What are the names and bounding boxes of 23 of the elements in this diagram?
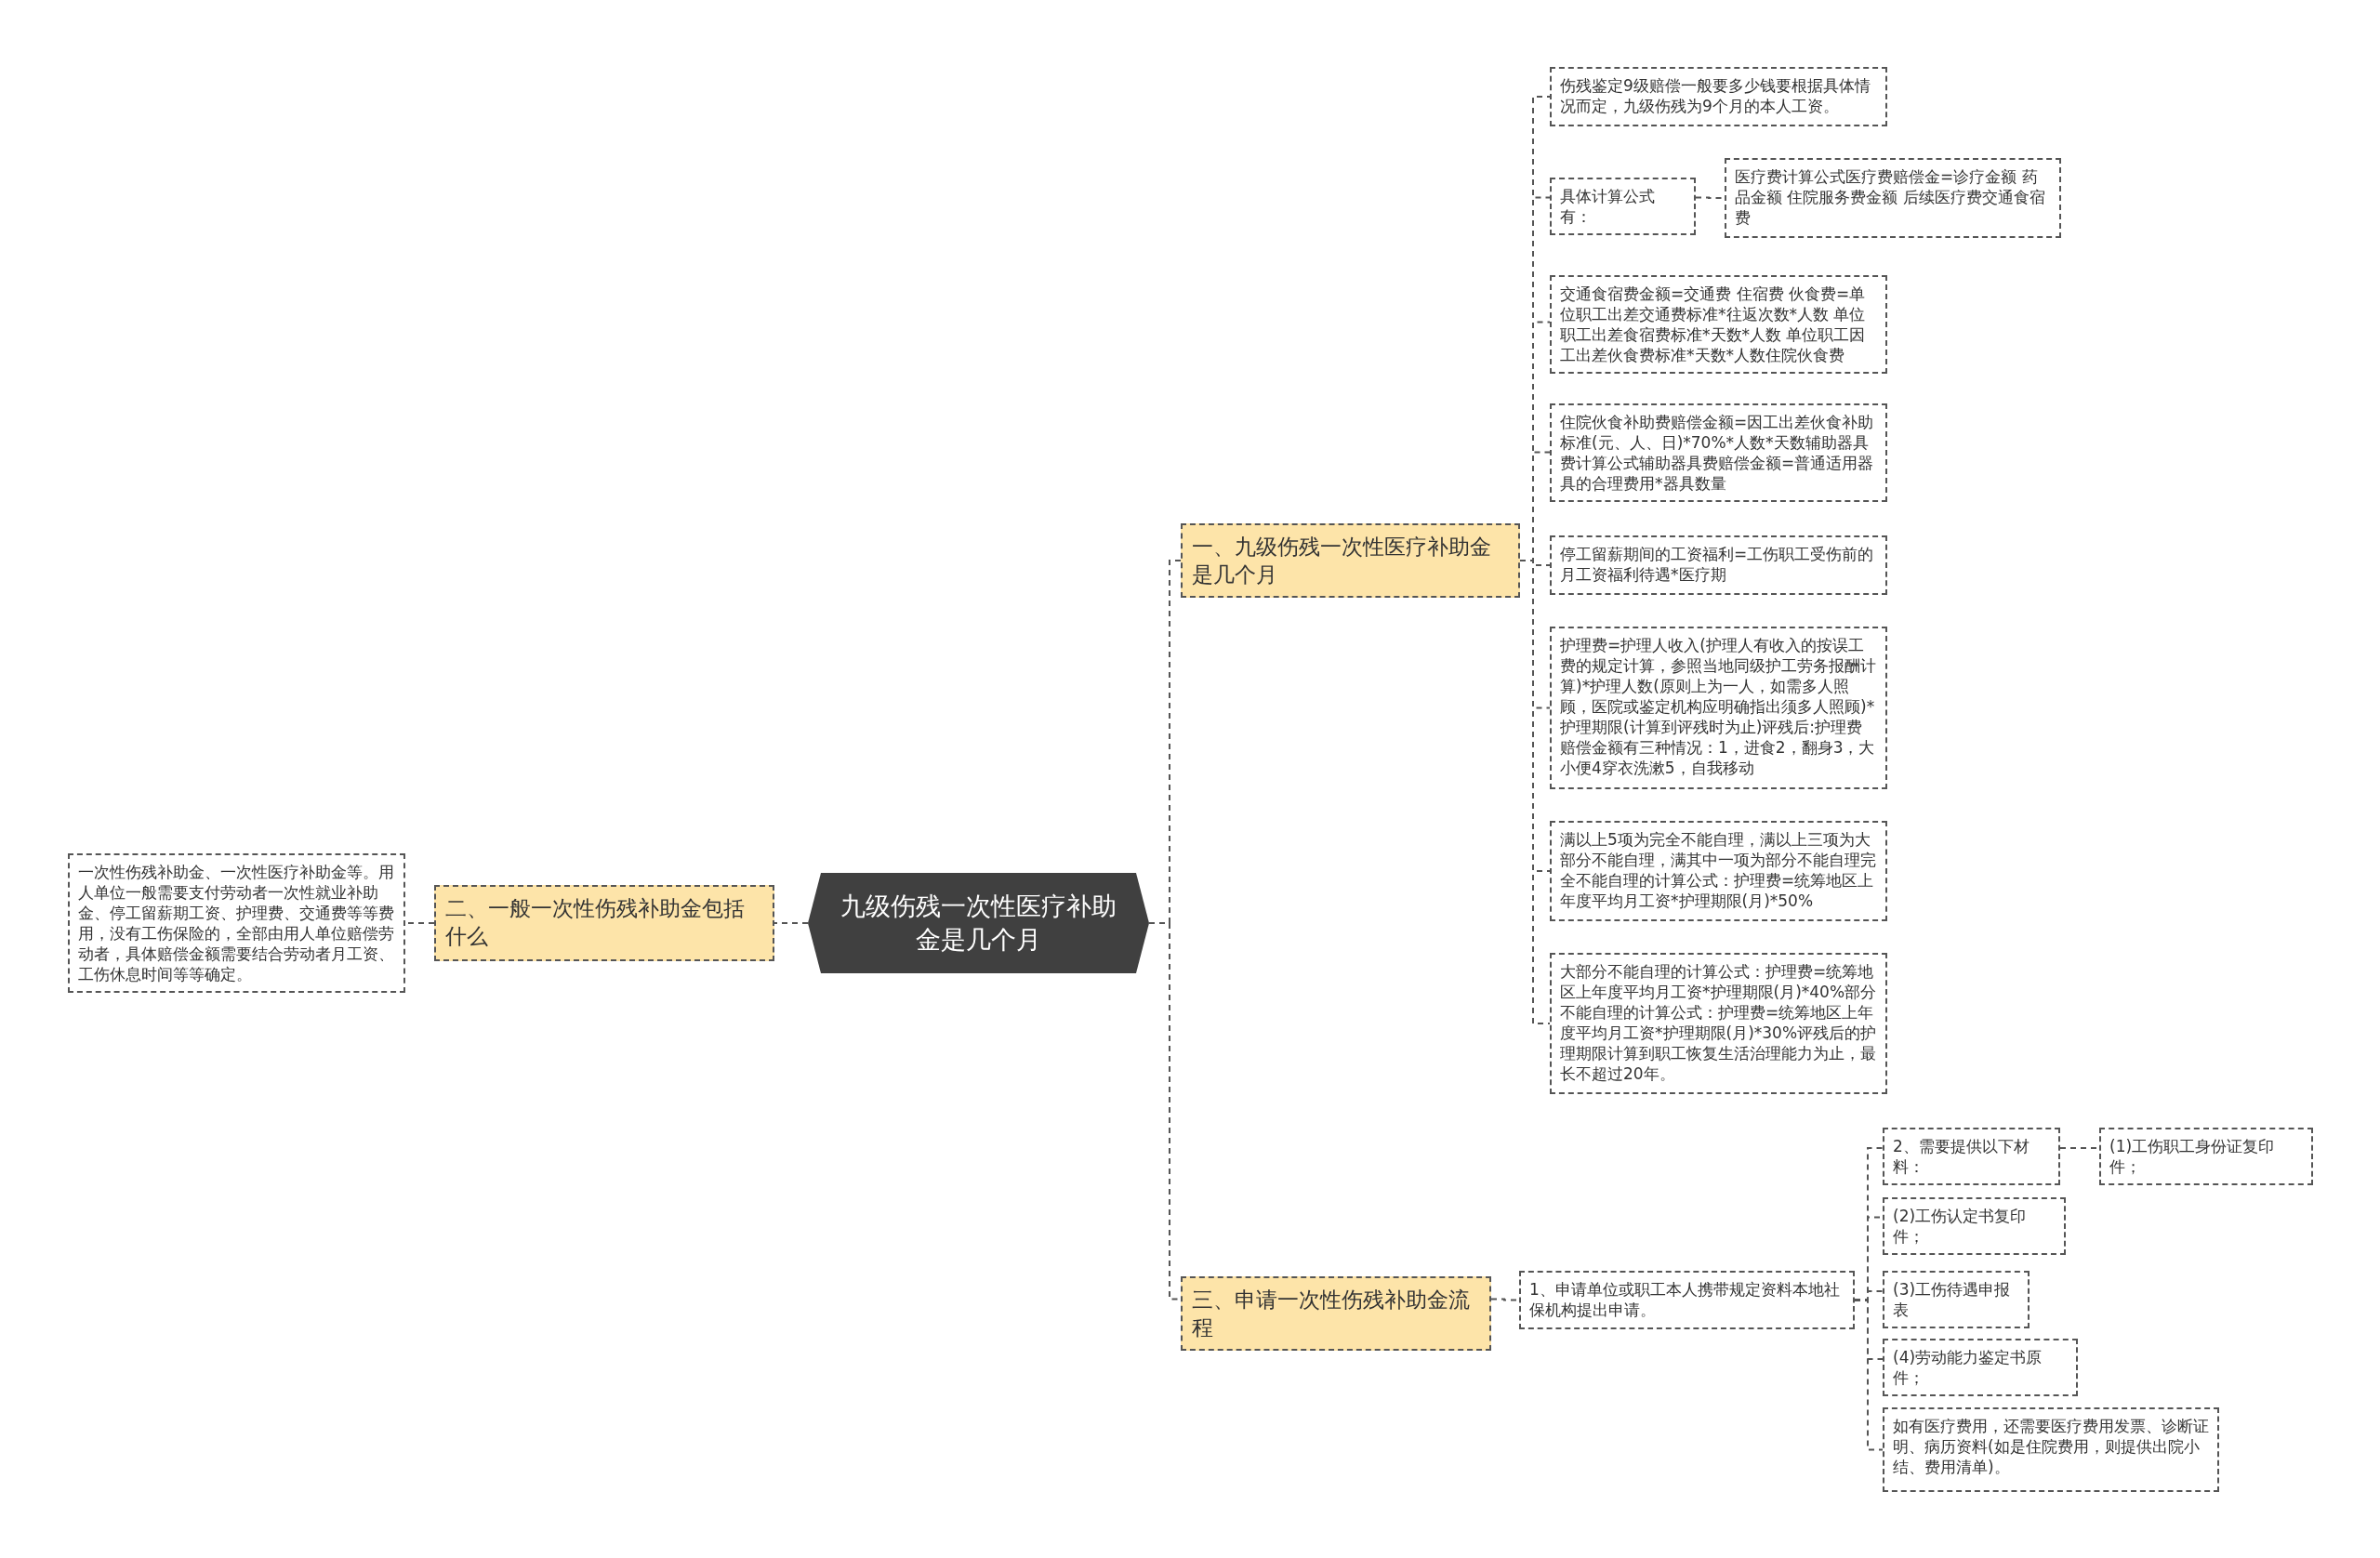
leaf-topic-box: 一次性伤残补助金、一次性医疗补助金等。用人单位一般需要支付劳动者一次性就业补助金、停工留薪期工资、护理费、交通费等等费用，没有工伤保险的，全部由用人单位赔偿劳动者，具体赔偿金额需要结合劳动者月工资、工伤休息时间等等确定。: [68, 853, 405, 993]
leaf-topic-box: (1)工伤职工身份证复印件；: [2099, 1128, 2313, 1185]
leaf-topic-box: (4)劳动能力鉴定书原件；: [1883, 1339, 2078, 1396]
leaf-topic-box: (2)工伤认定书复印件；: [1883, 1197, 2066, 1255]
branch-topic-box: 三、申请一次性伤残补助金流程: [1181, 1276, 1491, 1351]
leaf-topic-box: 停工留薪期间的工资福利=工伤职工受伤前的月工资福利待遇*医疗期: [1550, 535, 1887, 595]
connector-line: [774, 922, 809, 924]
leaf-topic-box: 护理费=护理人收入(护理人有收入的按误工费的规定计算，参照当地同级护工劳务报酬计算)*护理人数(原则上为一人，如需多人照顾，医院或鉴定机构应明确指出须多人照顾)*护理期限(计算到评残时为止)评残后:护理费赔偿金额有三种情况：1，进食2，翻身3，大小便4穿衣洗漱5，自我移动: [1550, 627, 1887, 789]
branch-topic-box: 一、九级伤残一次性医疗补助金是几个月: [1181, 523, 1520, 598]
leaf-topic-box: 伤残鉴定9级赔偿一般要多少钱要根据具体情况而定，九级伤残为9个月的本人工资。: [1550, 67, 1887, 126]
connector-line: [1854, 1299, 1884, 1451]
leaf-topic-box: (3)工伤待遇申报表: [1883, 1271, 2030, 1328]
leaf-topic-box: 医疗费计算公式医疗费赔偿金=诊疗金额 药品金额 住院服务费金额 后续医疗费交通食宿费: [1725, 158, 2061, 238]
branch-topic-box: 二、一般一次性伤残补助金包括什么: [434, 885, 774, 961]
leaf-topic-box: 2、需要提供以下材料：: [1883, 1128, 2060, 1185]
leaf-topic-box: 具体计算公式有：: [1550, 178, 1696, 235]
leaf-topic-box: 大部分不能自理的计算公式：护理费=统筹地区上年度平均月工资*护理期限(月)*40%部分不能自理的计算公式：护理费=统筹地区上年度平均月工资*护理期限(月)*30%评残后的护理期限计算到职工恢复生活治理能力为止，最长不超过20年。: [1550, 953, 1887, 1094]
leaf-topic-box: 满以上5项为完全不能自理，满以上三项为大部分不能自理，满其中一项为部分不能自理完全不能自理的计算公式：护理费=统筹地区上年度平均月工资*护理期限(月)*50%: [1550, 821, 1887, 921]
leaf-topic-box: 如有医疗费用，还需要医疗费用发票、诊断证明、病历资料(如是住院费用，则提供出院小结、费用清单)。: [1883, 1407, 2219, 1492]
leaf-topic-box: 1、申请单位或职工本人携带规定资料本地社保机构提出申请。: [1519, 1271, 1855, 1329]
leaf-topic-box: 住院伙食补助费赔偿金额=因工出差伙食补助标准(元、人、日)*70%*人数*天数辅助器具费计算公式辅助器具费赔偿金额=普通适用器具的合理费用*器具数量: [1550, 403, 1887, 502]
central-topic-box: 九级伤残一次性医疗补助金是几个月: [808, 873, 1149, 973]
leaf-topic-box: 交通食宿费金额=交通费 住宿费 伙食费=单位职工出差交通费标准*往返次数*人数 单位职工出差食宿费标准*天数*人数 单位职工因工出差伙食费标准*天数*人数住院伙食费: [1550, 275, 1887, 374]
